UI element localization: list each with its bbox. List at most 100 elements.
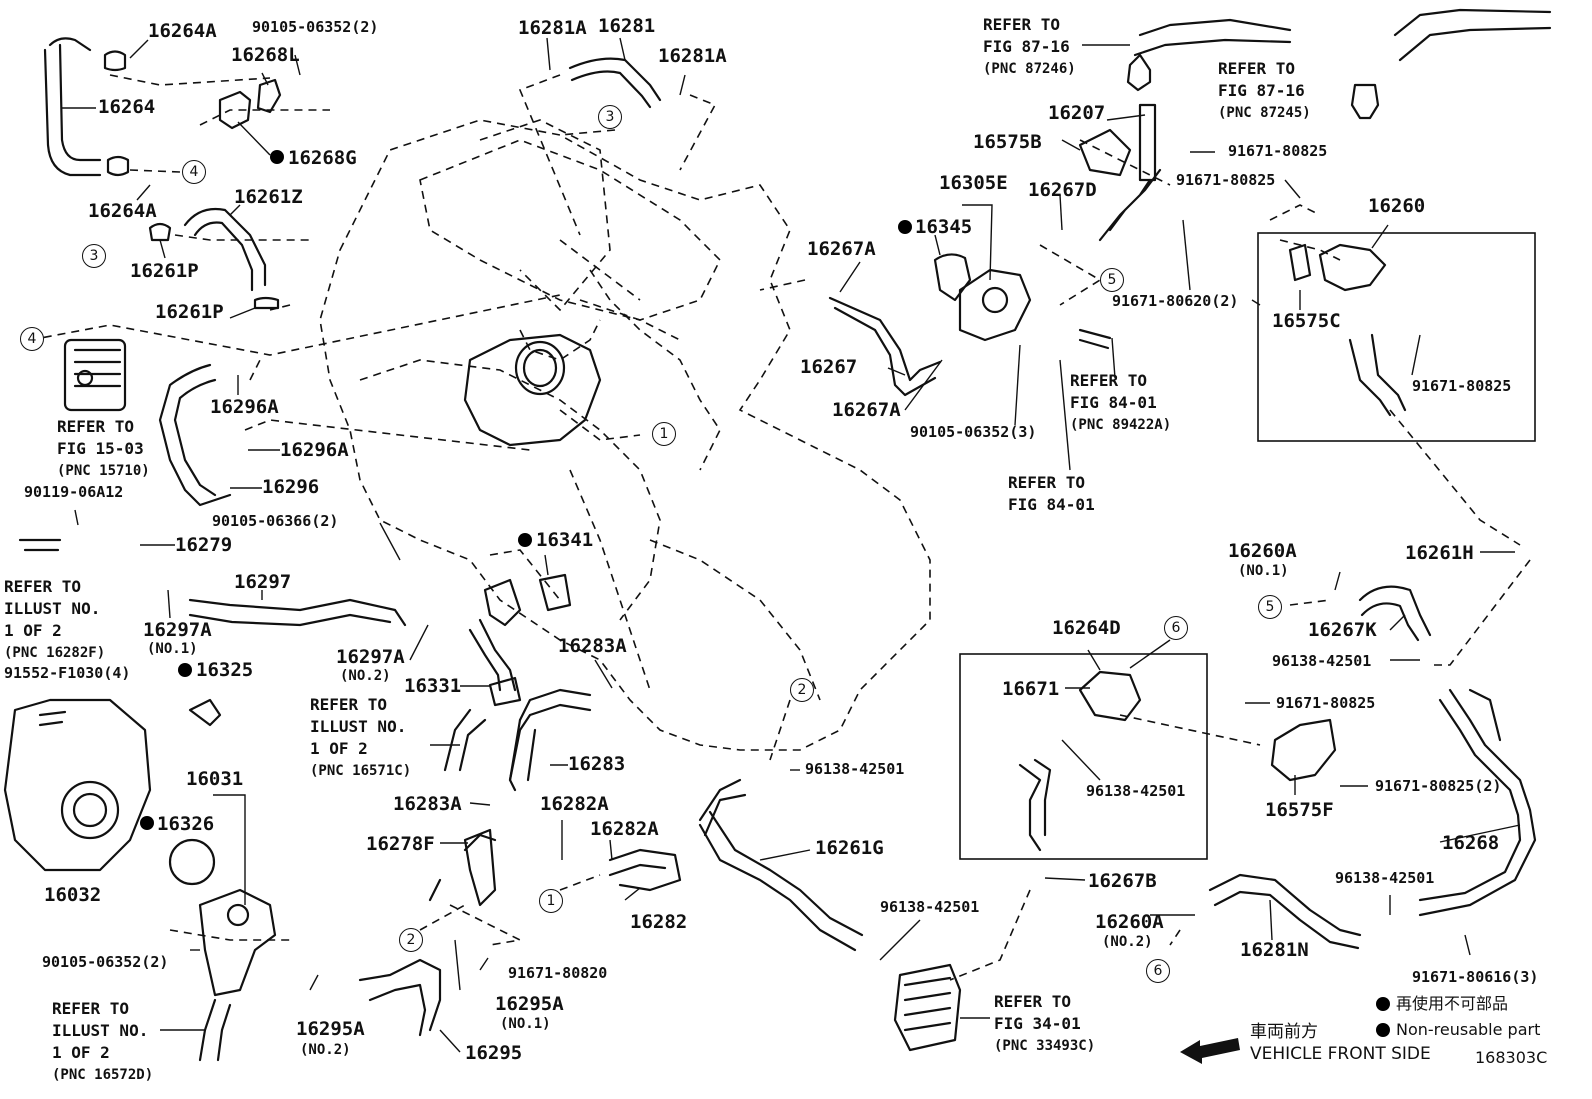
part-label-16297[interactable]: 16297 — [234, 571, 292, 593]
part-label-96138-42501-c[interactable]: 96138-42501 — [1335, 869, 1435, 887]
part-label-16032[interactable]: 16032 — [44, 884, 102, 906]
part-label-16267B[interactable]: 16267B — [1088, 870, 1157, 892]
refer-fig-84-01[interactable]: REFER TO FIG 84-01 — [1008, 472, 1095, 516]
part-label-16267K[interactable]: 16267K — [1308, 619, 1377, 641]
part-label-16267A-b[interactable]: 16267A — [832, 399, 901, 421]
part-label-16575F[interactable]: 16575F — [1265, 799, 1334, 821]
part-label-16305E[interactable]: 16305E — [939, 172, 1008, 194]
part-label-91671-80825-d[interactable]: 91671-80825 — [1276, 694, 1376, 712]
part-label-16268[interactable]: 16268 — [1442, 832, 1500, 854]
refer-fig-84-01-pnc-89422a[interactable]: REFER TO FIG 84-01 (PNC 89422A) — [1070, 370, 1171, 436]
part-label-16264A-top[interactable]: 16264A — [148, 20, 217, 42]
part-label-16283A-b[interactable]: 16283A — [393, 793, 462, 815]
part-label-16326[interactable]: 16326 — [157, 813, 215, 835]
part-label-16295A-no1[interactable]: 16295A — [495, 993, 564, 1015]
part-label-91671-80825-c[interactable]: 91671-80825 — [1412, 377, 1512, 395]
part-label-90119-06A12[interactable]: 90119-06A12 — [24, 483, 124, 501]
part-label-16341[interactable]: 16341 — [536, 529, 594, 551]
part-label-16296A-a[interactable]: 16296A — [210, 396, 279, 418]
part-label-16260[interactable]: 16260 — [1368, 195, 1426, 217]
part-label-16281[interactable]: 16281 — [598, 15, 656, 37]
part-label-16297A-no2[interactable]: 16297A — [336, 646, 405, 668]
callout-6-a: 6 — [1164, 616, 1188, 640]
part-label-16283[interactable]: 16283 — [568, 753, 626, 775]
part-label-16260A-no2[interactable]: 16260A — [1095, 911, 1164, 933]
part-label-16207[interactable]: 16207 — [1048, 102, 1106, 124]
part-label-16345[interactable]: 16345 — [915, 216, 973, 238]
part-label-16278F[interactable]: 16278F — [366, 833, 435, 855]
part-label-91671-80825-a[interactable]: 91671-80825 — [1228, 142, 1328, 160]
part-label-91671-80620-2[interactable]: 91671-80620(2) — [1112, 292, 1239, 310]
part-label-16296A-b[interactable]: 16296A — [280, 439, 349, 461]
part-label-16264[interactable]: 16264 — [98, 96, 156, 118]
refer-fig-87-16-pnc-87245[interactable]: REFER TO FIG 87-16 (PNC 87245) — [1218, 58, 1311, 124]
refer-line: REFER TO — [57, 417, 135, 436]
diagram-id: 168303C — [1475, 1048, 1548, 1067]
part-label-16267D[interactable]: 16267D — [1028, 179, 1097, 201]
part-label-91671-80825-b[interactable]: 91671-80825 — [1176, 171, 1276, 189]
refer-illust-16282f[interactable]: REFER TO ILLUST NO. 1 OF 2 (PNC 16282F) — [4, 576, 105, 664]
part-label-91671-80820[interactable]: 91671-80820 — [508, 964, 608, 982]
part-label-16261G[interactable]: 16261G — [815, 837, 884, 859]
refer-illust-16572d[interactable]: REFER TO ILLUST NO. 1 OF 2 (PNC 16572D) — [52, 998, 153, 1086]
part-label-16282A-a[interactable]: 16282A — [540, 793, 609, 815]
part-label-16295A-no2[interactable]: 16295A — [296, 1018, 365, 1040]
non-reusable-dot-16268G — [270, 150, 284, 164]
refer-illust-16571c[interactable]: REFER TO ILLUST NO. 1 OF 2 (PNC 16571C) — [310, 694, 411, 782]
refer-fig-15-03[interactable]: REFER TO FIG 15-03 (PNC 15710) — [57, 416, 150, 482]
part-note-16260A-no2: (NO.2) — [1102, 934, 1153, 950]
part-label-16031[interactable]: 16031 — [186, 768, 244, 790]
part-label-90105-06352-2-top[interactable]: 90105-06352(2) — [252, 18, 379, 36]
part-label-96138-42501-e[interactable]: 96138-42501 — [880, 898, 980, 916]
part-label-16261P-b[interactable]: 16261P — [155, 301, 224, 323]
part-label-91671-80825-2[interactable]: 91671-80825(2) — [1375, 777, 1502, 795]
part-label-16575C[interactable]: 16575C — [1272, 310, 1341, 332]
part-label-16261H[interactable]: 16261H — [1405, 542, 1474, 564]
part-label-16281A-a[interactable]: 16281A — [518, 17, 587, 39]
part-label-91552-F1030-4[interactable]: 91552-F1030(4) — [4, 664, 131, 682]
callout-3-b: 3 — [598, 105, 622, 129]
part-label-16297A-no1[interactable]: 16297A — [143, 619, 212, 641]
part-label-16264D[interactable]: 16264D — [1052, 617, 1121, 639]
part-label-16268L[interactable]: 16268L — [231, 44, 300, 66]
part-label-16268G[interactable]: 16268G — [288, 147, 357, 169]
part-label-16267A-a[interactable]: 16267A — [807, 238, 876, 260]
group-box-16264D — [959, 653, 1208, 860]
refer-line: FIG 84-01 — [1008, 495, 1095, 514]
part-label-16267[interactable]: 16267 — [800, 356, 858, 378]
refer-line: ILLUST NO. — [4, 599, 101, 618]
part-label-16296[interactable]: 16296 — [262, 476, 320, 498]
part-label-16283A-a[interactable]: 16283A — [558, 635, 627, 657]
callout-2-a: 2 — [790, 678, 814, 702]
part-label-16261Z[interactable]: 16261Z — [234, 186, 303, 208]
part-label-90105-06352-3[interactable]: 90105-06352(3) — [910, 423, 1037, 441]
part-label-16671[interactable]: 16671 — [1002, 678, 1060, 700]
part-label-16281N[interactable]: 16281N — [1240, 939, 1309, 961]
part-label-91671-80616-3[interactable]: 91671-80616(3) — [1412, 968, 1539, 986]
part-label-96138-42501-a[interactable]: 96138-42501 — [1272, 652, 1372, 670]
part-label-96138-42501-d[interactable]: 96138-42501 — [805, 760, 905, 778]
part-label-16264A-lower[interactable]: 16264A — [88, 200, 157, 222]
refer-pnc: (PNC 16571C) — [310, 763, 412, 779]
callout-1-a: 1 — [652, 422, 676, 446]
part-label-16279[interactable]: 16279 — [175, 534, 233, 556]
part-label-16281A-b[interactable]: 16281A — [658, 45, 727, 67]
refer-fig-87-16-pnc-87246[interactable]: REFER TO FIG 87-16 (PNC 87246) — [983, 14, 1076, 80]
part-label-16325[interactable]: 16325 — [196, 659, 254, 681]
part-label-16295[interactable]: 16295 — [465, 1042, 523, 1064]
part-label-16331[interactable]: 16331 — [404, 675, 462, 697]
refer-fig-34-01[interactable]: REFER TO FIG 34-01 (PNC 33493C) — [994, 991, 1095, 1057]
refer-line: REFER TO — [1008, 473, 1086, 492]
part-label-90105-06366-2[interactable]: 90105-06366(2) — [212, 512, 339, 530]
part-label-16282A-b[interactable]: 16282A — [590, 818, 659, 840]
part-label-16575B[interactable]: 16575B — [973, 131, 1042, 153]
part-label-16282[interactable]: 16282 — [630, 911, 688, 933]
part-label-90105-06352-2-lower[interactable]: 90105-06352(2) — [42, 953, 169, 971]
part-label-16260A-no1[interactable]: 16260A — [1228, 540, 1297, 562]
refer-pnc: (PNC 89422A) — [1070, 417, 1172, 433]
callout-4-b: 4 — [20, 327, 44, 351]
refer-line: REFER TO — [983, 15, 1061, 34]
part-label-96138-42501-b[interactable]: 96138-42501 — [1086, 782, 1186, 800]
part-label-16261P-a[interactable]: 16261P — [130, 260, 199, 282]
